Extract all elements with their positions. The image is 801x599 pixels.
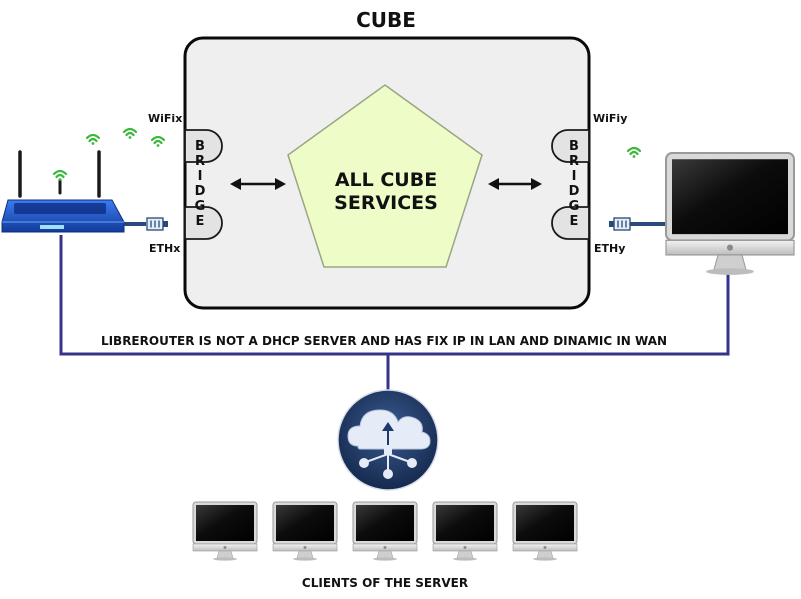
wifi-signal-icon (122, 127, 138, 140)
network-note: LIBREROUTER IS NOT A DHCP SERVER AND HAS… (101, 334, 667, 348)
diagram-title: CUBE (356, 8, 416, 32)
services-pentagon (287, 84, 483, 268)
left-double-arrow (230, 178, 286, 190)
wifi-left-label: WiFix (148, 112, 182, 125)
wifi-right-label: WiFiy (593, 112, 627, 125)
router-icon (1, 150, 125, 233)
bridge-letter: G (195, 199, 206, 214)
center-label-line1: ALL CUBE (335, 169, 437, 191)
eth-right-label: ETHy (594, 242, 625, 255)
bridge-letter: B (569, 139, 579, 154)
bridge-letter: I (198, 169, 203, 184)
client-monitor-icon (512, 501, 578, 562)
eth-port-right (551, 206, 590, 240)
client-monitor-icon (432, 501, 498, 562)
eth-left-label: ETHx (149, 242, 180, 255)
center-label-line2: SERVICES (334, 192, 438, 214)
client-monitor-icon (272, 501, 338, 562)
client-monitor-icon (352, 501, 418, 562)
client-monitor-icon (192, 501, 258, 562)
lan-connection-line (59, 235, 730, 356)
bridge-letter: D (569, 184, 580, 199)
bridge-letter: I (572, 169, 577, 184)
clients-label: CLIENTS OF THE SERVER (302, 576, 468, 590)
bridge-letter: R (195, 154, 205, 169)
cloud-network-icon (337, 389, 439, 491)
client-computers (192, 501, 578, 562)
ethernet-plug-icon (608, 217, 631, 231)
wifi-port-right (551, 129, 590, 163)
bridge-letter: E (196, 214, 205, 229)
wifi-signal-icon (150, 135, 166, 148)
ethernet-plug-icon (146, 217, 169, 231)
right-double-arrow (488, 178, 542, 190)
server-monitor-icon (664, 151, 796, 276)
wifi-port-left (184, 129, 223, 163)
bridge-letter: D (195, 184, 206, 199)
bridge-letter: E (570, 214, 579, 229)
bridge-letter: B (195, 139, 205, 154)
wifi-signal-icon (85, 133, 101, 146)
wifi-signal-icon (626, 146, 642, 159)
eth-port-left (184, 206, 223, 240)
bridge-letter: R (569, 154, 579, 169)
wifi-signal-icon (52, 169, 68, 182)
bridge-letter: G (569, 199, 580, 214)
